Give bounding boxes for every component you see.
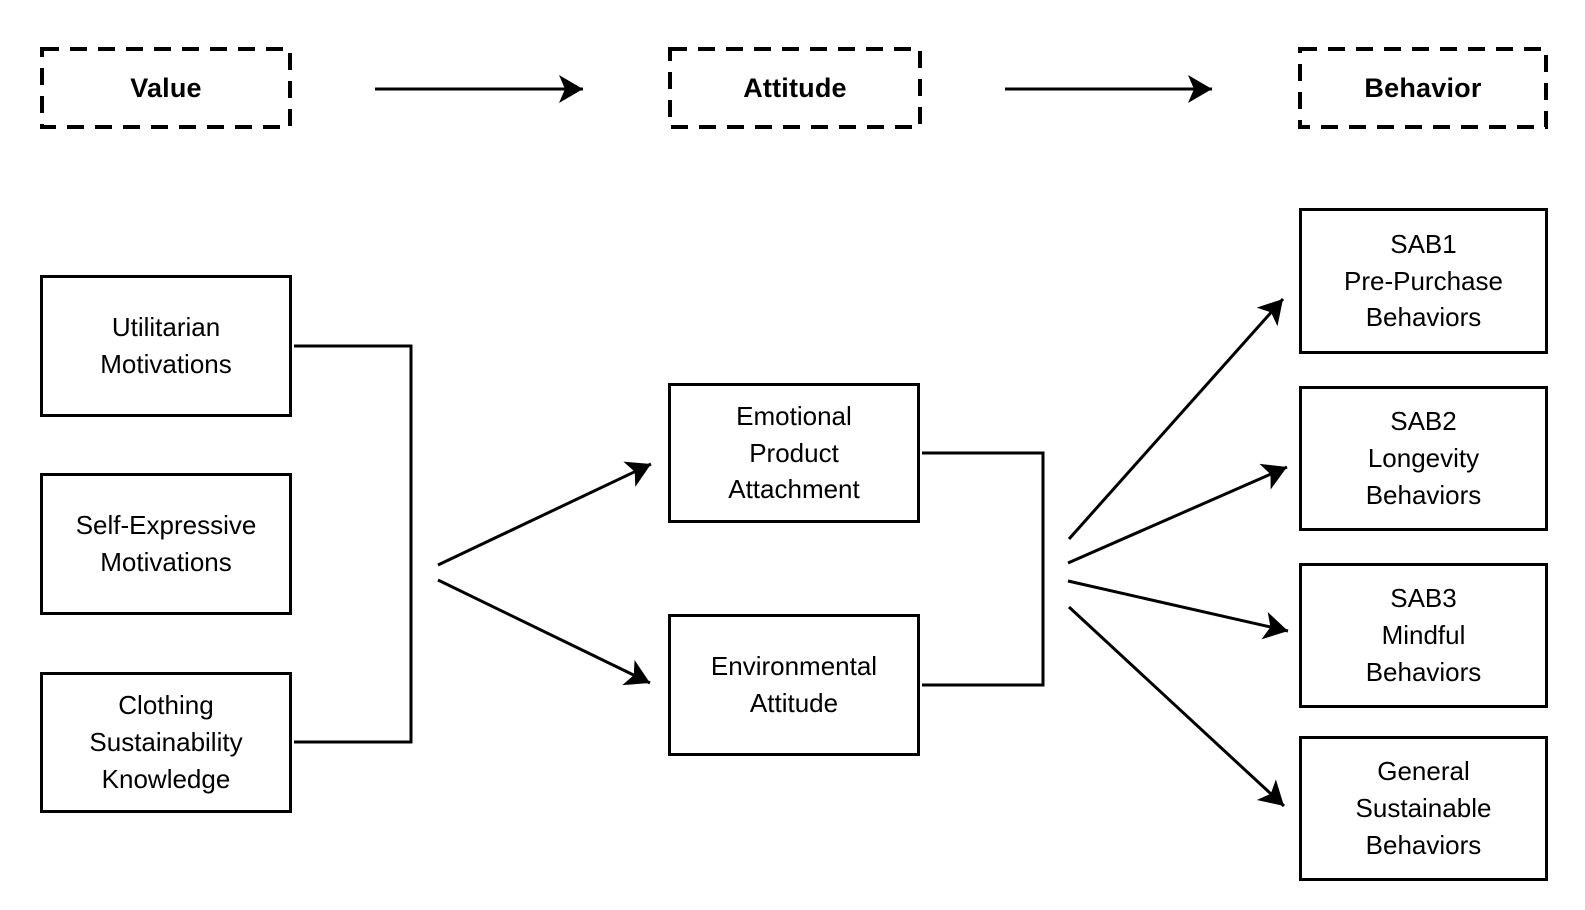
- construct-box-general-sustainable-behaviors: General Sustainable Behaviors: [1299, 736, 1548, 881]
- construct-box-sab2-longevity-behaviors: SAB2 Longevity Behaviors: [1299, 386, 1548, 531]
- construct-box-self-expressive-motivations: Self-Expressive Motivations: [40, 473, 292, 615]
- stage-frame-value: [40, 47, 292, 129]
- construct-label: SAB3 Mindful Behaviors: [1365, 583, 1482, 687]
- stage-label-behavior: Behavior: [1364, 72, 1482, 103]
- construct-label: Environmental Attitude: [710, 651, 878, 718]
- construct-label: Clothing Sustainability Knowledge: [89, 690, 243, 794]
- construct-box-sab1-pre-purchase-behaviors: SAB1 Pre-Purchase Behaviors: [1299, 208, 1548, 354]
- arrow-attitudes-to-sab2: [1067, 463, 1288, 565]
- construct-box-utilitarian-motivations: Utilitarian Motivations: [40, 275, 292, 417]
- stage-box-value: Value: [40, 47, 292, 129]
- bracket-attitude-constructs: [922, 451, 1045, 687]
- construct-box-emotional-product-attachment: Emotional Product Attachment: [668, 383, 920, 523]
- stage-box-attitude: Attitude: [668, 47, 922, 129]
- arrow-values-to-environmental-attitude: [437, 578, 651, 686]
- stage-box-behavior: Behavior: [1298, 47, 1548, 129]
- construct-label: Emotional Product Attachment: [728, 400, 860, 505]
- arrow-attitudes-to-sab3: [1067, 579, 1289, 640]
- construct-box-clothing-sustainability-knowledge: Clothing Sustainability Knowledge: [40, 672, 292, 813]
- stage-label-value: Value: [130, 72, 202, 103]
- construct-box-environmental-attitude: Environmental Attitude: [668, 614, 920, 756]
- arrow-attitudes-to-general-behaviors: [1067, 605, 1286, 808]
- stage-label-attitude: Attitude: [743, 72, 847, 103]
- construct-label: General Sustainable Behaviors: [1355, 756, 1492, 860]
- arrow-attitudes-to-sab1: [1067, 298, 1285, 540]
- arrow-values-to-emotional-attachment: [437, 461, 652, 567]
- construct-label: Self-Expressive Motivations: [75, 510, 257, 577]
- construct-label: SAB2 Longevity Behaviors: [1365, 406, 1482, 510]
- construct-box-sab3-mindful-behaviors: SAB3 Mindful Behaviors: [1299, 563, 1548, 708]
- construct-label: Utilitarian Motivations: [100, 312, 232, 379]
- stage-frame-behavior: [1298, 47, 1548, 129]
- construct-label: SAB1 Pre-Purchase Behaviors: [1344, 228, 1503, 333]
- bracket-value-constructs: [294, 344, 413, 744]
- stage-frame-attitude: [668, 47, 922, 129]
